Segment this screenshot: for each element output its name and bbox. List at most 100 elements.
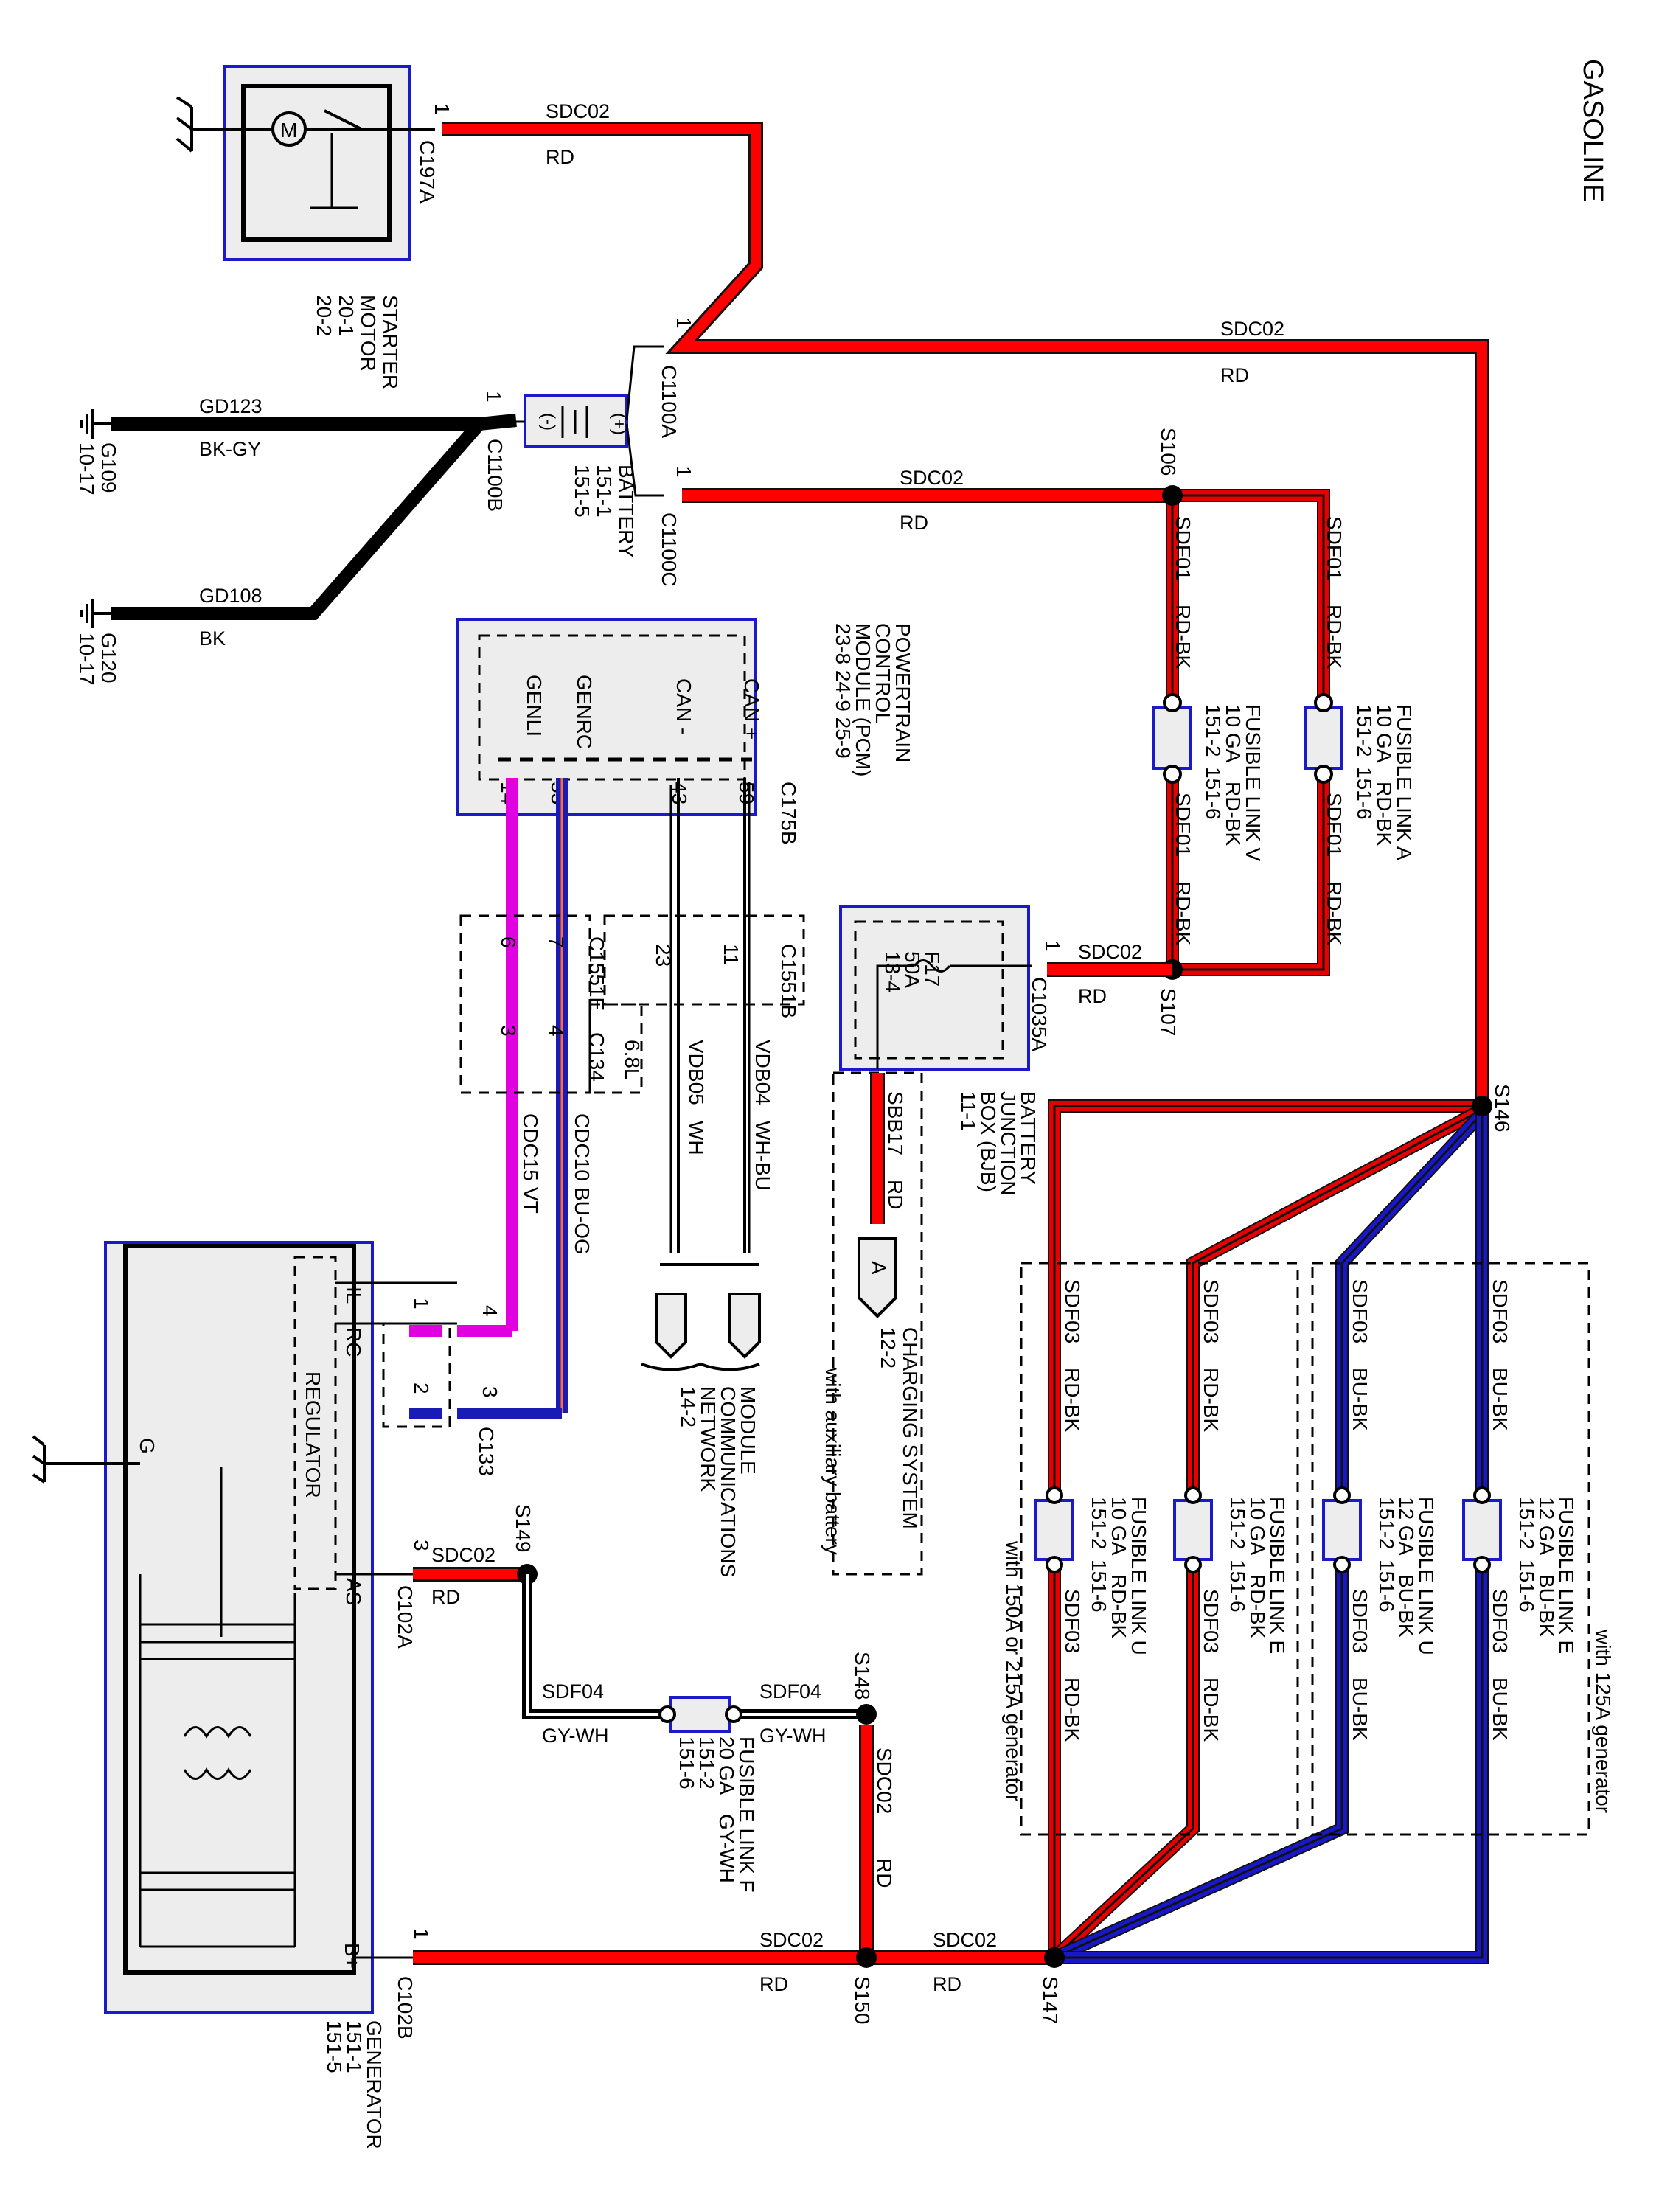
fusible-link-e-bu[interactable] [1462,1499,1502,1561]
wire-gd108[interactable] [111,420,484,620]
fusible-link-u-bu[interactable] [1322,1499,1362,1561]
fuse-page: 13-4 [881,951,904,992]
fuse-label: F17 [921,951,944,987]
wire-circuit-label: SDF03 [1061,1279,1084,1343]
connector-c1551e-outline [459,914,591,1094]
motor-icon [271,111,307,147]
wire-circuit-label: CDC15 [519,1113,542,1181]
component-page: 151-5 [571,465,594,518]
stator-winding-icon [183,1767,252,1780]
wire-color-label: RD [933,1973,961,1995]
connector-label: C102B [394,1976,417,2039]
wire-color-label: BU-BK [1349,1677,1371,1741]
fusible-link-page: 151-6 [675,1736,698,1790]
wire-gd123[interactable] [111,414,517,431]
connector-label: C175B [777,782,800,845]
fusible-link-a[interactable] [1304,706,1343,770]
wire-color-label: RD-BK [1323,881,1346,945]
wire-color-label: RD [884,1180,907,1209]
fusible-link-gauge: 10 GA [1246,1497,1269,1556]
connector-label: C133 [475,1427,498,1476]
splice-s147[interactable] [1044,1947,1065,1968]
wire-color-label: RD-BK [1061,1677,1084,1742]
fusible-link-v[interactable] [1152,706,1192,770]
wire-color-label: WH [685,1121,708,1155]
pin-number: 11 [720,944,742,965]
battery-junction-box[interactable] [839,905,1032,1071]
wire-color-label: RD [759,1973,788,1995]
generator[interactable] [44,1241,402,2014]
component-name: CHARGING SYSTEM [899,1327,922,1529]
fusible-link-f[interactable] [669,1696,731,1733]
wire-circuit-label: SDF03 [1061,1589,1084,1653]
battery-lead [625,345,664,421]
fusible-link-gauge: 12 GA [1395,1497,1418,1556]
wire-circuit-label: GD123 [199,395,262,417]
wire-color-label: BU-BK [1489,1368,1512,1431]
wire-color-label: RD [431,1586,460,1608]
connector-label: C102A [394,1585,417,1649]
pin-label: CAN - [672,678,695,734]
wire-circuit-label: SDC02 [759,1929,824,1951]
connector-label: C1100C [658,512,681,587]
splice-s148[interactable] [856,1704,877,1725]
module-comm-connector[interactable] [655,1293,687,1359]
splice-label: S106 [1157,428,1180,476]
splice-s106[interactable] [1162,485,1183,506]
starter-motor[interactable]: M [175,65,435,261]
wire-color-label: RD-BK [1172,881,1194,945]
fusible-link-page: 151-2 [1515,1497,1538,1550]
component-page: 14-2 [677,1386,700,1427]
wire-sdc02-main[interactable] [442,122,1489,1106]
splice-label: S147 [1039,1976,1062,2024]
fusible-link-color: BU-BK [1395,1574,1418,1638]
module-comm-connector[interactable] [728,1293,761,1359]
connector-label: C134 [585,1032,608,1082]
rectifier-diodes [140,1623,295,1948]
battery-negative-icon: (-) [538,413,558,431]
fusible-link-u-rd[interactable] [1034,1499,1074,1561]
pin-label: GENRC [573,675,596,749]
component-page: 20-2 [313,295,335,336]
battery[interactable]: (+) (-) [524,394,629,448]
splice-s150[interactable] [856,1947,877,1968]
component-page: 23-8 24-9 25-9 [832,623,855,759]
splice-label: S107 [1157,988,1180,1036]
fusible-link-color: RD-BK [1246,1574,1269,1638]
fusible-link-name: FUSIBLE LINK V [1242,704,1265,862]
regulator-label: REGULATOR [302,1371,324,1498]
fusible-link-page: 151-6 [1202,767,1225,820]
splice-s146[interactable] [1472,1096,1492,1116]
wire-color-label: GY-WH [759,1725,827,1747]
charging-system-connector[interactable] [858,1237,897,1318]
fusible-link-name: FUSIBLE LINK A [1393,704,1416,860]
wire-circuit-label: SDF04 [759,1680,821,1703]
wire-color-label: RD-BK [1200,1368,1222,1432]
wire-color-label: RD [1220,364,1249,386]
connector-c1551b-outline [603,914,805,1006]
fusible-link-page: 151-2 [1088,1497,1110,1550]
fusible-link-color: GY-WH [715,1814,738,1883]
pin-label: GENLI [523,675,546,737]
connector-label: C1035A [1028,977,1051,1052]
wire-circuit-label: SDF01 [1323,793,1346,857]
component-page: 151-1 [343,2020,366,2073]
wire-circuit-label: SDF03 [1349,1589,1371,1653]
pin-number: 7 [545,936,568,948]
fusible-link-page: 151-6 [1353,767,1376,820]
engine-option-label: 6.8L [621,1040,644,1080]
component-name: JUNCTION [997,1091,1020,1196]
fusible-link-name: FUSIBLE LINK E [1266,1497,1289,1654]
option-note: with 150A or 215A generator [1002,1540,1025,1801]
wire-color-label: BK-GY [199,438,261,460]
wire-circuit-label: CDC10 [571,1113,594,1181]
wire-circuit-label: SDF03 [1349,1279,1371,1343]
wire-circuit-label: VDB05 [685,1040,708,1105]
fusible-link-e-rd[interactable] [1173,1499,1213,1561]
wire-circuit-label: SDC02 [933,1929,997,1951]
splice-label: S149 [512,1504,535,1552]
wire-circuit-label: SDC02 [1220,318,1284,340]
pin-number: 4 [479,1305,501,1317]
pin-number: 3 [410,1540,433,1551]
wire-color-label: BU-BK [1349,1368,1371,1431]
